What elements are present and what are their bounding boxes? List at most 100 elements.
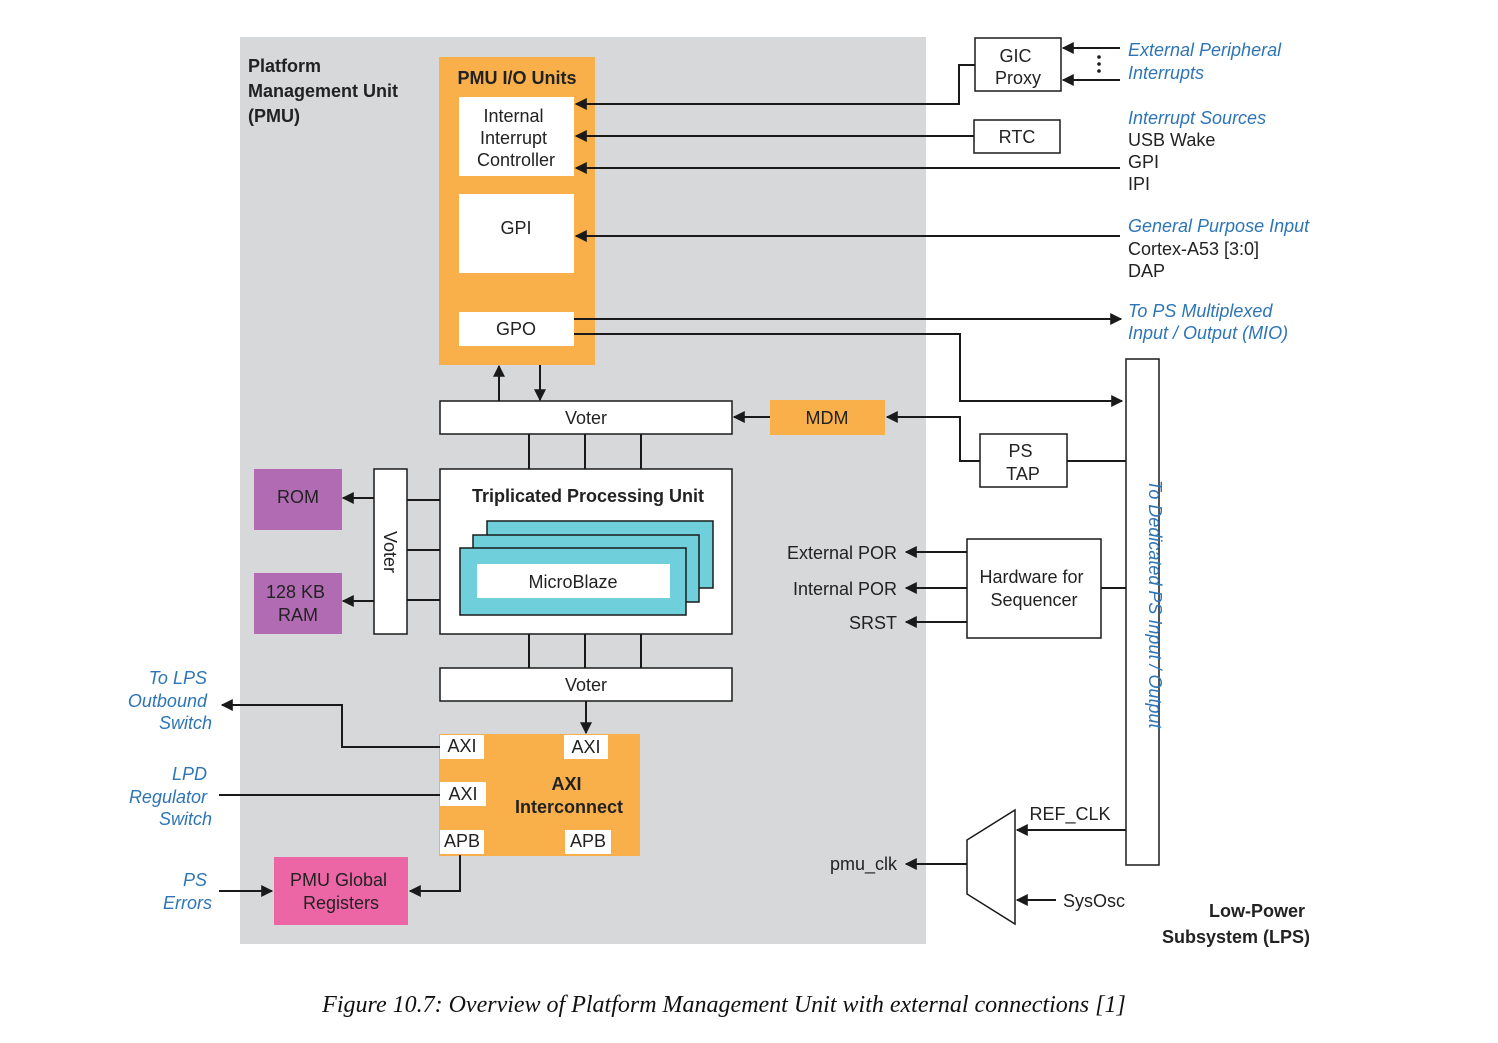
gic-to-interrupt-controller-arrow xyxy=(574,64,975,110)
ellipsis-dot-1 xyxy=(1097,55,1101,59)
ram-label: 128 KB RAM xyxy=(266,582,330,625)
pmu-title: Platform Management Unit (PMU) xyxy=(248,56,403,126)
pmu-io-units-title: PMU I/O Units xyxy=(457,68,576,88)
clock-mux xyxy=(966,808,1016,926)
global-regs-line-2: Registers xyxy=(303,893,379,913)
axi-to-lps-outbound-arrow xyxy=(220,699,440,748)
tpu-title: Triplicated Processing Unit xyxy=(472,486,704,506)
hw-sequencer-block xyxy=(966,538,1102,639)
voter-side xyxy=(373,468,408,635)
pmu-global-registers-label: PMU Global Registers xyxy=(290,870,392,913)
gpi-box xyxy=(459,194,574,273)
gpo-to-ps-io-arrow xyxy=(574,333,1124,407)
voter-top-label: Voter xyxy=(565,408,607,428)
lpd-line-3: Switch xyxy=(159,809,212,829)
ram-line-2: RAM xyxy=(278,605,318,625)
ps-tap-line-1: PS xyxy=(1008,441,1032,461)
apb-port-left-label: APB xyxy=(444,831,480,851)
srst-label: SRST xyxy=(849,613,897,633)
sysosc-label: SysOsc xyxy=(1063,891,1125,911)
ram-line-1: 128 KB xyxy=(266,582,325,602)
ps-errors-line-1: PS xyxy=(183,870,207,890)
voter-bottom-label: Voter xyxy=(565,675,607,695)
ps-io-bar xyxy=(1125,358,1160,866)
axi-title-line-2: Interconnect xyxy=(515,797,623,817)
lpd-regulator-switch-label: LPD Regulator Switch xyxy=(129,764,212,829)
ps-tap-to-mdm-arrow xyxy=(885,411,980,462)
hw-sequencer-label: Hardware for Sequencer xyxy=(979,567,1088,610)
to-lps-line-2: Outbound xyxy=(128,691,208,711)
iic-line-1: Internal xyxy=(483,106,543,126)
interrupt-source-ipi: IPI xyxy=(1128,174,1150,194)
iic-line-2: Interrupt xyxy=(480,128,547,148)
to-lps-outbound-switch-label: To LPS Outbound Switch xyxy=(128,668,212,733)
gpo-box xyxy=(459,312,574,346)
axi-title-line-1: AXI xyxy=(551,774,581,794)
ellipsis-dot-3 xyxy=(1097,69,1101,73)
general-purpose-input-title: General Purpose Input xyxy=(1128,216,1310,236)
voter-bottom xyxy=(439,667,733,702)
apb-port-right xyxy=(565,830,611,854)
rom-label: ROM xyxy=(277,487,319,507)
hw-seq-line-2: Sequencer xyxy=(990,590,1077,610)
interrupt-source-usb-wake: USB Wake xyxy=(1128,130,1215,150)
gic-proxy-label: GIC Proxy xyxy=(995,46,1041,88)
axi-port-left-top xyxy=(440,735,484,759)
epi-line-2: Interrupts xyxy=(1128,63,1204,83)
voter-side-label: Voter xyxy=(380,531,400,573)
interrupt-sources-list: USB Wake GPI IPI xyxy=(1128,130,1220,194)
gp-input-dap: DAP xyxy=(1128,261,1165,281)
axi-port-top-label: AXI xyxy=(571,737,600,757)
pmu-title-line-3: (PMU) xyxy=(248,106,300,126)
microblaze-label: MicroBlaze xyxy=(528,572,617,592)
ellipsis-dot-2 xyxy=(1097,62,1101,66)
gic-line-1: GIC xyxy=(999,46,1031,66)
ps-io-bar-label: To Dedicated PS Input / Output xyxy=(1145,480,1165,729)
rom-block xyxy=(254,469,342,530)
lpd-line-2: Regulator xyxy=(129,787,208,807)
mio-line-2: Input / Output (MIO) xyxy=(1128,323,1288,343)
figure-caption: Figure 10.7: Overview of Platform Manage… xyxy=(321,992,1126,1018)
internal-interrupt-controller-label: Internal Interrupt Controller xyxy=(477,106,555,170)
mdm-label: MDM xyxy=(806,408,849,428)
internal-por-label: Internal POR xyxy=(793,579,897,599)
epi-line-1: External Peripheral xyxy=(1128,40,1282,60)
lps-title-line-1: Low-Power xyxy=(1209,901,1305,921)
apb-to-global-regs-arrow xyxy=(408,855,461,897)
pmu-title-line-2: Management Unit xyxy=(248,81,398,101)
mio-label: To PS Multiplexed Input / Output (MIO) xyxy=(1128,301,1288,343)
pmu-global-registers-block xyxy=(274,857,408,925)
pmu-clk-label: pmu_clk xyxy=(830,854,898,875)
lps-title: Low-Power Subsystem (LPS) xyxy=(1162,901,1310,947)
apb-port-left xyxy=(440,830,484,854)
gpi-label: GPI xyxy=(500,218,531,238)
axi-port-left-mid xyxy=(440,782,486,806)
mdm-block xyxy=(770,400,885,435)
pmu-title-line-1: Platform xyxy=(248,56,321,76)
hw-seq-line-1: Hardware for xyxy=(979,567,1083,587)
gic-line-2: Proxy xyxy=(995,68,1041,88)
ps-tap-line-2: TAP xyxy=(1006,464,1040,484)
axi-interconnect-title: AXI Interconnect xyxy=(515,774,623,817)
interrupt-sources-title: Interrupt Sources xyxy=(1128,108,1266,128)
to-lps-line-3: Switch xyxy=(159,713,212,733)
ps-tap-label: PS TAP xyxy=(1006,441,1040,484)
microblaze-label-box xyxy=(477,564,670,598)
global-regs-line-1: PMU Global xyxy=(290,870,387,890)
general-purpose-input-list: Cortex-A53 [3:0] DAP xyxy=(1128,239,1264,281)
to-lps-line-1: To LPS xyxy=(149,668,207,688)
lps-title-line-2: Subsystem (LPS) xyxy=(1162,927,1310,947)
ps-errors-label: PS Errors xyxy=(163,870,212,913)
apb-port-right-label: APB xyxy=(570,831,606,851)
axi-port-left-top-label: AXI xyxy=(447,736,476,756)
ps-errors-line-2: Errors xyxy=(163,893,212,913)
lpd-line-1: LPD xyxy=(172,764,207,784)
internal-interrupt-controller-box xyxy=(459,97,574,176)
gpo-label: GPO xyxy=(496,319,536,339)
gp-input-cortex: Cortex-A53 [3:0] xyxy=(1128,239,1259,259)
ref-clk-label: REF_CLK xyxy=(1029,804,1110,825)
ram-block xyxy=(254,573,342,634)
external-por-label: External POR xyxy=(787,543,897,563)
axi-port-top xyxy=(564,735,608,759)
